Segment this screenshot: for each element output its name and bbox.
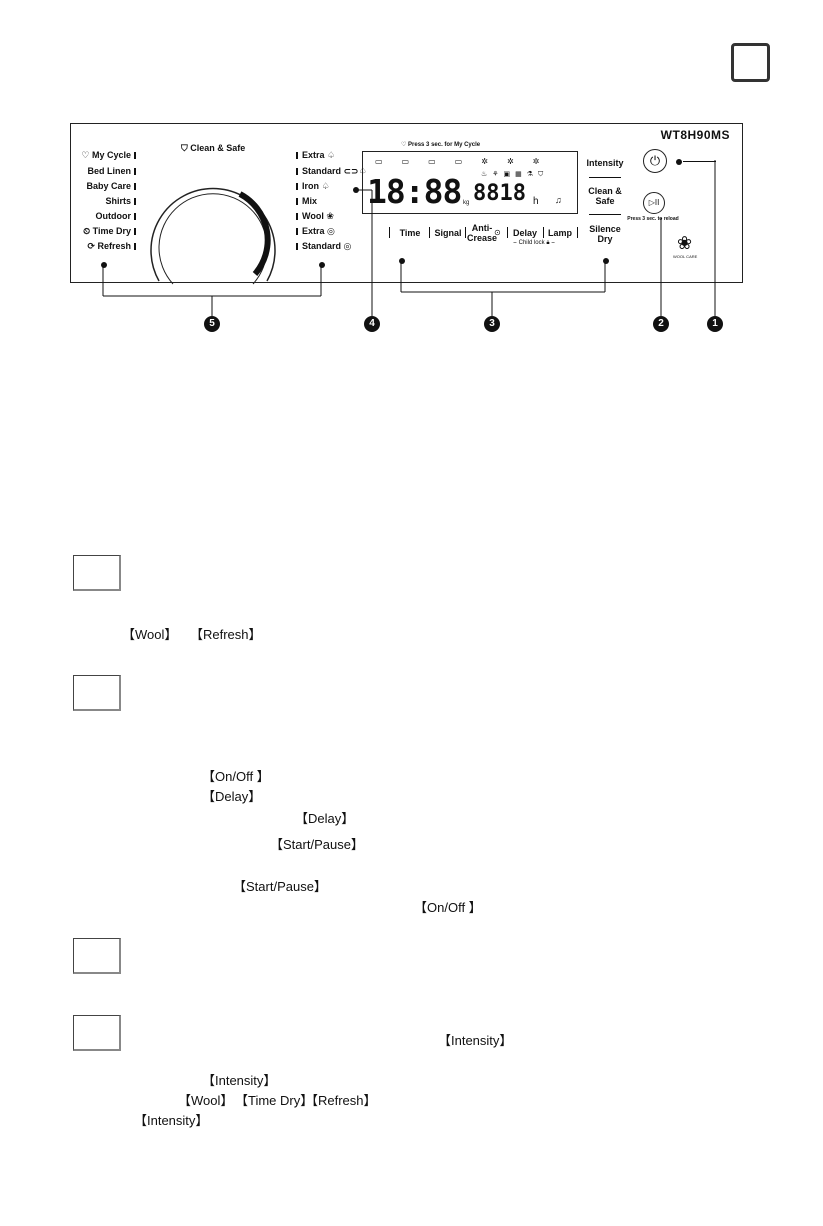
iron-drop-icon: ♤ bbox=[319, 181, 330, 191]
key-delay-2: 【Delay】 bbox=[295, 811, 355, 826]
callout-1: 1 bbox=[707, 316, 723, 332]
my-cycle-hint: ♡ Press 3 sec. for My Cycle bbox=[401, 142, 481, 148]
program-dial[interactable] bbox=[143, 156, 283, 286]
key-on-off-2: 【On/Off 】 bbox=[414, 900, 482, 915]
display-counter: 8818 bbox=[473, 181, 526, 206]
wool-care-logo: ❀ bbox=[677, 233, 693, 253]
h-label: h bbox=[533, 196, 539, 207]
refresh-icon: ⟳ bbox=[87, 241, 98, 251]
program-outdoor: Outdoor bbox=[96, 211, 136, 221]
program-extra-cotton: Extra ◎ bbox=[296, 226, 335, 237]
program-bed-linen: Bed Linen bbox=[87, 166, 136, 176]
key-intensity-3: 【Intensity】 bbox=[134, 1113, 209, 1128]
separator bbox=[507, 227, 508, 238]
cotton-icon: ◎ bbox=[341, 241, 352, 251]
display-status-icons: ♨⚘▣▦⚗⛉ bbox=[481, 171, 549, 178]
key-intensity-2: 【Intensity】 bbox=[202, 1073, 277, 1088]
lamp-button[interactable]: Lamp bbox=[547, 228, 572, 238]
key-delay: 【Delay】 bbox=[202, 789, 262, 804]
power-icon: ⏻ bbox=[649, 153, 661, 168]
program-standard-cotton: Standard ◎ bbox=[296, 241, 351, 252]
anti-crease-button[interactable]: Anti-Crease bbox=[466, 223, 498, 243]
delay-button[interactable]: Delay bbox=[512, 228, 538, 238]
lcd-display: ▭▭▭▭✲✲✲ ♨⚘▣▦⚗⛉ 18:88 kg 8818 h ♫ bbox=[362, 151, 578, 214]
program-my-cycle: ♡ My Cycle bbox=[81, 150, 136, 161]
key-wool-2: 【Wool】 bbox=[178, 1093, 234, 1108]
intensity-button[interactable]: Intensity bbox=[586, 158, 624, 168]
callout-3: 3 bbox=[484, 316, 500, 332]
callout-2: 2 bbox=[653, 316, 669, 332]
hanger-icon: ⊂⊃♤ bbox=[341, 166, 367, 176]
indicator-dot-buttons-left bbox=[399, 258, 405, 264]
key-intensity: 【Intensity】 bbox=[438, 1033, 513, 1048]
separator bbox=[577, 227, 578, 238]
indicator-dot-right bbox=[319, 262, 325, 268]
clean-safe-button[interactable]: Clean & Safe bbox=[588, 186, 622, 206]
wool-care-label: WOOL CARE bbox=[673, 254, 698, 259]
start-pause-button[interactable]: ▷II bbox=[643, 192, 665, 214]
display-time: 18:88 bbox=[367, 172, 462, 211]
step-number-box-4 bbox=[73, 1015, 121, 1051]
leader-line bbox=[683, 161, 716, 162]
indicator-dot-power bbox=[676, 159, 682, 165]
step-number-box-2 bbox=[73, 675, 121, 711]
silence-dry-button[interactable]: Silence Dry bbox=[589, 224, 621, 244]
separator bbox=[543, 227, 544, 238]
key-on-off: 【On/Off 】 bbox=[202, 769, 270, 784]
drop-icon: ♤ bbox=[324, 150, 336, 160]
key-wool: 【Wool】 bbox=[122, 627, 178, 642]
cotton-icon: ◎ bbox=[324, 226, 335, 236]
my-cycle-icon: ♡ bbox=[81, 150, 92, 160]
key-start-pause-2: 【Start/Pause】 bbox=[233, 879, 327, 894]
bell-icon: ♫ bbox=[555, 195, 562, 205]
display-top-icons: ▭▭▭▭✲✲✲ bbox=[375, 157, 559, 166]
program-refresh: ⟳ Refresh bbox=[87, 241, 136, 252]
callout-leaders bbox=[102, 160, 716, 316]
step-number-box-3 bbox=[73, 938, 121, 974]
key-refresh: 【Refresh】 bbox=[190, 627, 262, 642]
start-hint: Press 3 sec. to reload bbox=[627, 216, 679, 222]
indicator-dot-buttons-right bbox=[603, 258, 609, 264]
dial-highlight-arc bbox=[238, 191, 271, 276]
lock-small-icon: ⊙ bbox=[494, 228, 501, 237]
program-wool: Wool ❀ bbox=[296, 211, 334, 222]
key-refresh-2: 【Refresh】 bbox=[305, 1093, 377, 1108]
separator bbox=[465, 227, 466, 238]
divider bbox=[589, 214, 621, 215]
divider bbox=[589, 177, 621, 178]
signal-button[interactable]: Signal bbox=[434, 228, 462, 238]
callout-5: 5 bbox=[204, 316, 220, 332]
separator bbox=[429, 227, 430, 238]
step-number-box-1 bbox=[73, 555, 121, 591]
program-time-dry: ⏲ Time Dry bbox=[83, 226, 136, 237]
callout-4: 4 bbox=[364, 316, 380, 332]
time-button[interactable]: Time bbox=[399, 228, 421, 238]
control-panel-diagram: WT8H90MS ♡ My Cycle Bed Linen Baby Care … bbox=[70, 123, 743, 286]
program-iron: Iron ♤ bbox=[296, 181, 330, 192]
key-start-pause: 【Start/Pause】 bbox=[270, 837, 364, 852]
power-button[interactable]: ⏻ bbox=[643, 149, 667, 173]
clean-safe-label: ⛉ Clean & Safe bbox=[181, 143, 246, 153]
program-baby-care: Baby Care bbox=[86, 181, 136, 191]
kg-label: kg bbox=[463, 200, 470, 206]
model-number: WT8H90MS bbox=[660, 128, 730, 142]
page-tab-box bbox=[731, 43, 770, 82]
lock-icon: 🔒︎ bbox=[546, 240, 550, 246]
play-pause-icon: ▷II bbox=[648, 198, 660, 207]
timer-icon: ⏲ bbox=[83, 226, 93, 236]
program-standard-dry: Standard ⊂⊃♤ bbox=[296, 166, 367, 177]
shield-icon: ⛉ bbox=[181, 143, 191, 153]
separator bbox=[389, 227, 390, 238]
program-shirts: Shirts bbox=[105, 196, 136, 206]
wool-icon: ❀ bbox=[323, 211, 334, 221]
my-cycle-icon: ♡ bbox=[401, 142, 409, 148]
key-time-dry: 【Time Dry】 bbox=[235, 1093, 314, 1108]
indicator-dot-left bbox=[101, 262, 107, 268]
program-mix: Mix bbox=[296, 196, 317, 206]
child-lock-label: ⌣ Child lock 🔒︎ ⌣ bbox=[513, 240, 556, 246]
program-extra-dry: Extra ♤ bbox=[296, 150, 335, 161]
